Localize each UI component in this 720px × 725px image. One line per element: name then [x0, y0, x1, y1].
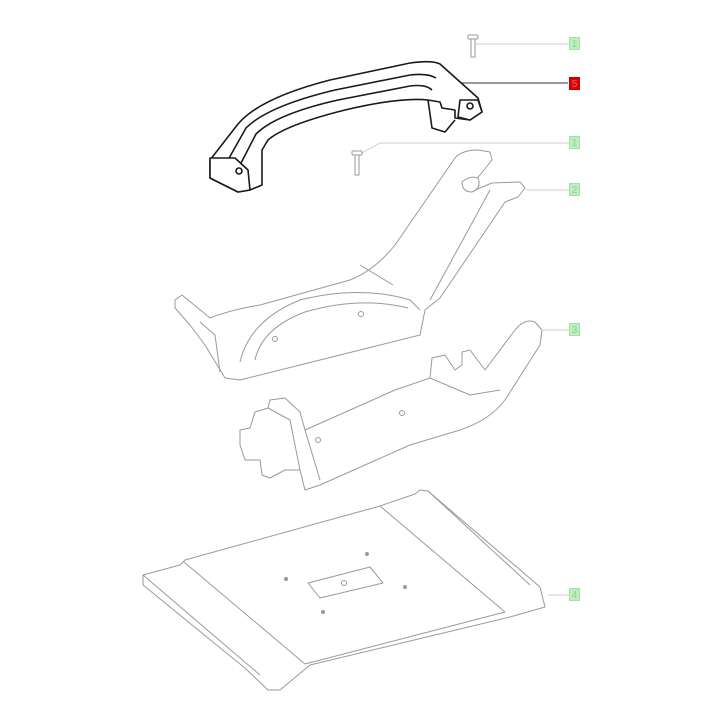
callout-4-base-plate[interactable]: 4: [569, 588, 580, 601]
carry-handle-part[interactable]: [209, 60, 483, 193]
callout-3-lower-housing[interactable]: 3: [569, 323, 580, 336]
screw-middle-part[interactable]: [351, 150, 363, 176]
screw-top-part[interactable]: [467, 34, 479, 58]
callout-5-handle[interactable]: 5: [569, 77, 580, 90]
callout-1-top[interactable]: 1: [569, 37, 580, 50]
leader-screw-middle: [361, 142, 569, 154]
lower-housing-part[interactable]: [239, 320, 543, 491]
upper-housing-part[interactable]: [174, 149, 526, 381]
callout-2-upper-housing[interactable]: 2: [569, 183, 580, 196]
base-plate-part[interactable]: [142, 489, 546, 691]
leader-lines: [361, 43, 569, 596]
callout-1-middle[interactable]: 1: [569, 136, 580, 149]
